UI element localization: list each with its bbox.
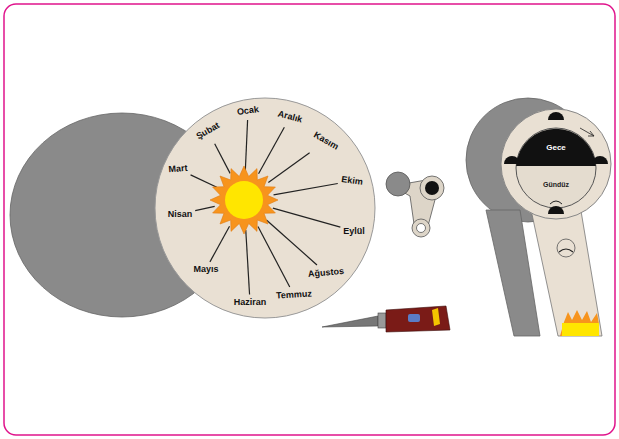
month-label: Haziran xyxy=(234,298,267,307)
night-day-disc: GeceGündüz xyxy=(500,108,612,220)
disc-label: Gündüz xyxy=(543,181,569,188)
month-label: Mayıs xyxy=(193,265,218,274)
frame xyxy=(4,4,615,435)
month-label: Temmuz xyxy=(276,290,312,301)
month-disc: OcakAralıkKasımEkimEylülAğustosTemmuzHaz… xyxy=(154,97,376,319)
disc-shape xyxy=(154,97,376,319)
disc-label: Gece xyxy=(546,144,566,152)
month-label: Mart xyxy=(168,164,188,175)
month-label: Nisan xyxy=(168,210,193,219)
glue-tube xyxy=(322,306,450,332)
disc-shape xyxy=(500,108,612,220)
month-label: Eylül xyxy=(343,227,365,236)
small-piece xyxy=(386,172,444,237)
